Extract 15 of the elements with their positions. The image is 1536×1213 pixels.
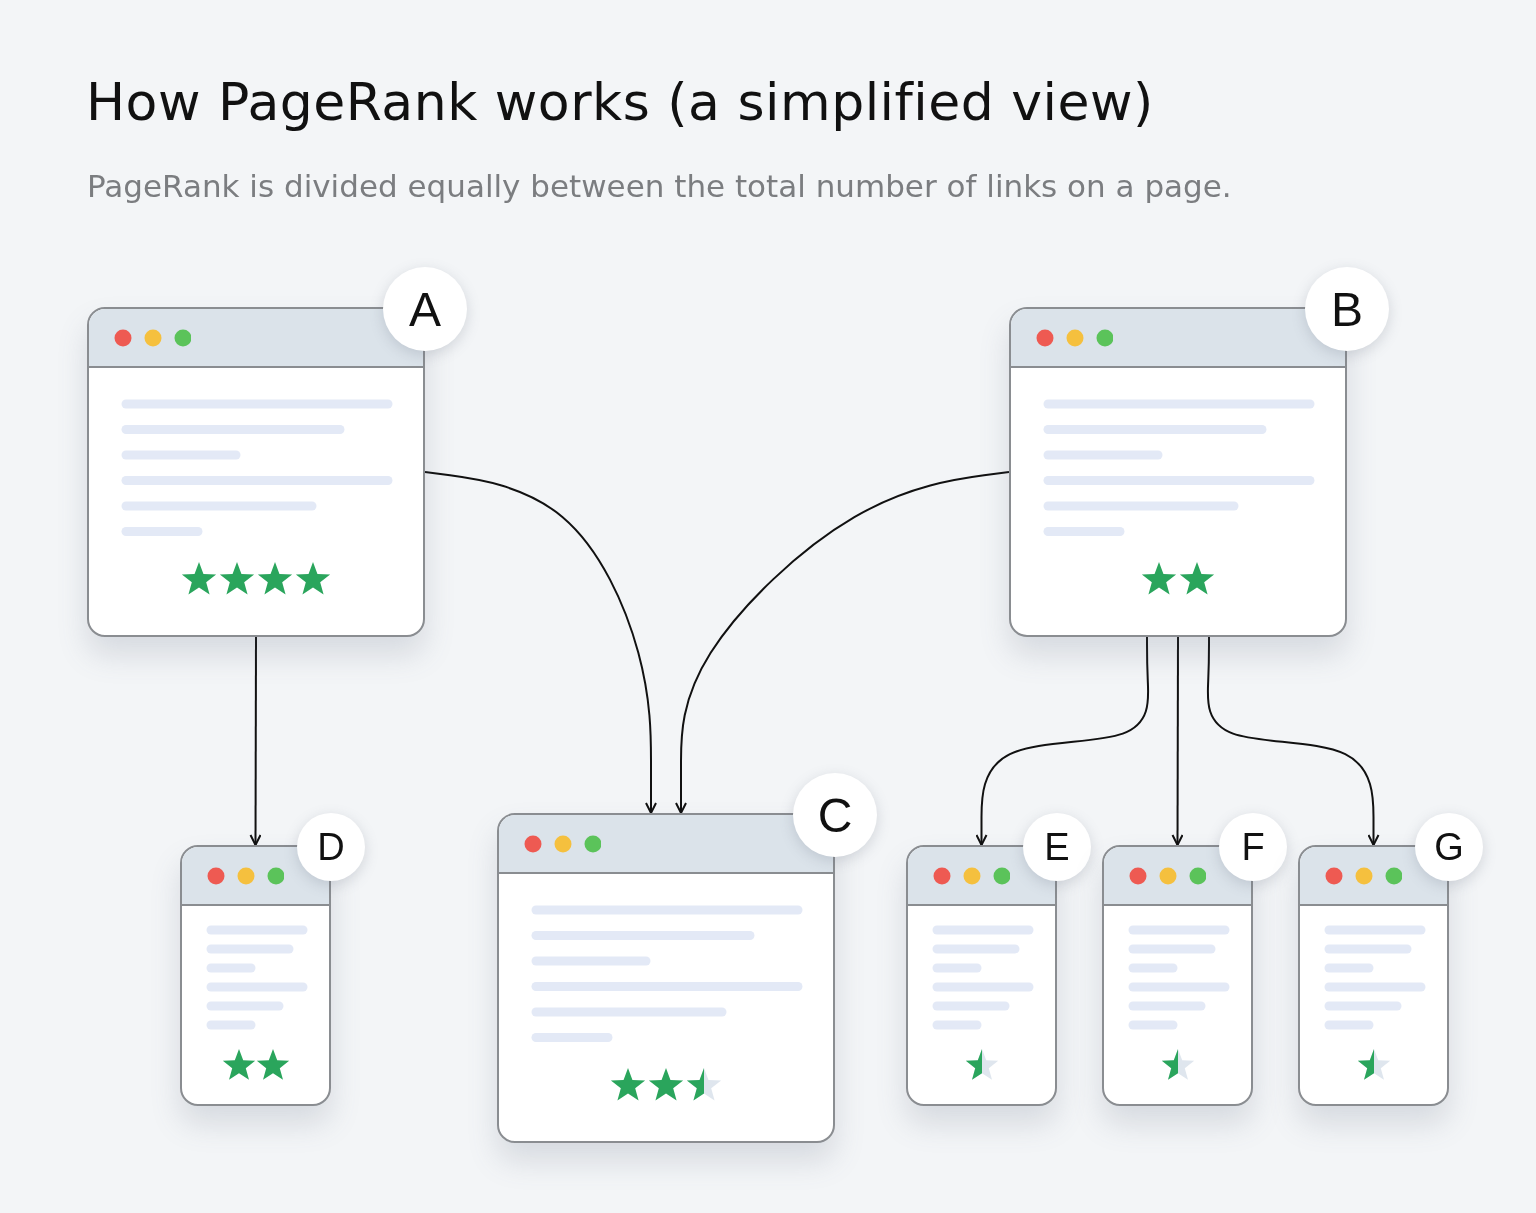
arrow [424,471,657,814]
arrow [249,636,262,846]
page-letter: F [1241,825,1265,869]
page-letter: E [1044,825,1070,869]
page-letter: G [1434,825,1464,869]
page-letter: C [817,787,853,843]
page-letter: B [1331,281,1363,337]
page-letter: D [317,825,345,869]
subtitle: PageRank is divided equally between the total number of links on a page. [87,168,1232,204]
arrow [1206,636,1380,846]
page-letter: A [409,281,441,337]
arrow [1171,636,1184,846]
arrow [675,471,1010,814]
arrow [975,636,1150,846]
title: How PageRank works (a simplified view) [86,72,1154,132]
